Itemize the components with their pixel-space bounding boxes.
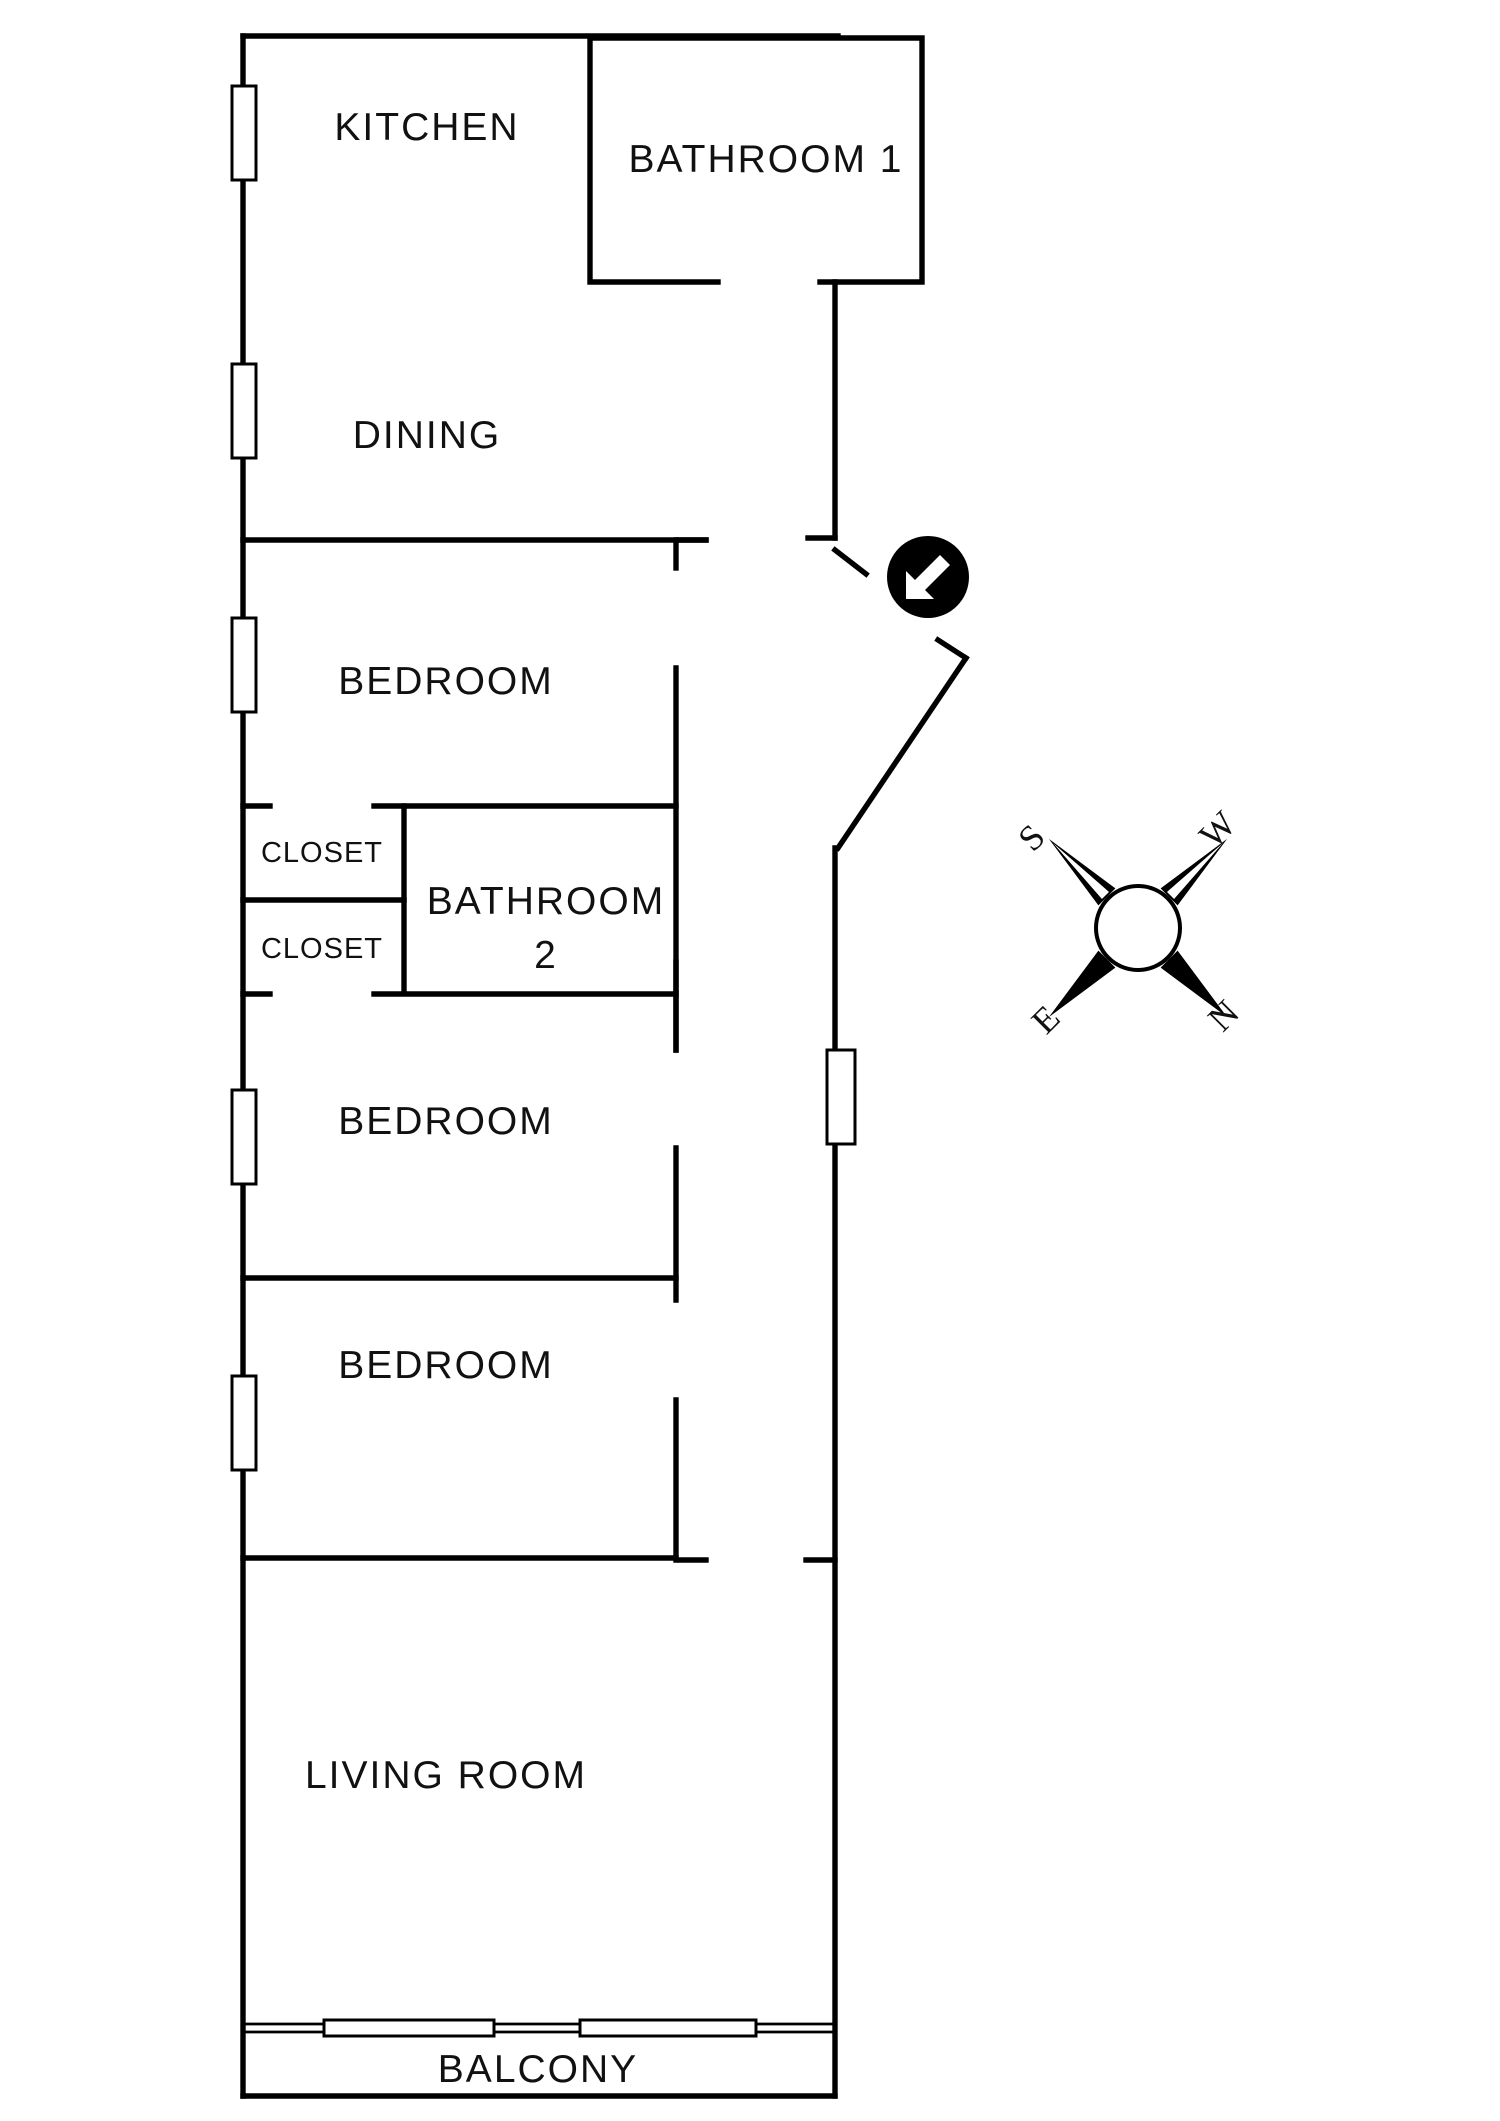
window-kitchen [230,84,258,182]
label-bedroom-3: BEDROOM [338,1344,554,1387]
label-closet-2: CLOSET [261,933,383,965]
window-dining [230,362,258,460]
compass-letter-s: S [1010,816,1052,858]
label-bathroom-2-line-2: 2 [534,934,558,977]
label-kitchen: KITCHEN [334,106,519,149]
label-dining: DINING [353,414,502,457]
entry-wall-left [831,546,870,578]
room-labels: KITCHEN BATHROOM 1 DINING BEDROOM CLOSET… [261,106,904,2091]
label-bathroom-2-line-1: BATHROOM [427,880,665,923]
windows [230,84,857,2038]
entry-wall-right [934,636,970,662]
label-bedroom-2: BEDROOM [338,1100,554,1143]
window-bedroom-2 [230,1088,258,1186]
window-balcony-2 [578,2018,758,2038]
window-balcony-1 [322,2018,496,2038]
bathroom-1-walls [587,35,925,285]
compass-rose-icon [1048,838,1228,1018]
label-closet-1: CLOSET [261,837,383,869]
label-balcony: BALCONY [438,2048,638,2091]
window-bedroom-1 [230,616,258,714]
window-corridor-right [825,1048,857,1146]
entry-door-leaf [834,654,970,852]
window-bedroom-3 [230,1374,258,1472]
compass-letter-w: W [1191,803,1243,855]
label-living-room: LIVING ROOM [305,1754,587,1797]
label-bedroom-1: BEDROOM [338,660,554,703]
label-bathroom-1: BATHROOM 1 [629,138,904,181]
entrance-arrow-icon [887,536,969,618]
